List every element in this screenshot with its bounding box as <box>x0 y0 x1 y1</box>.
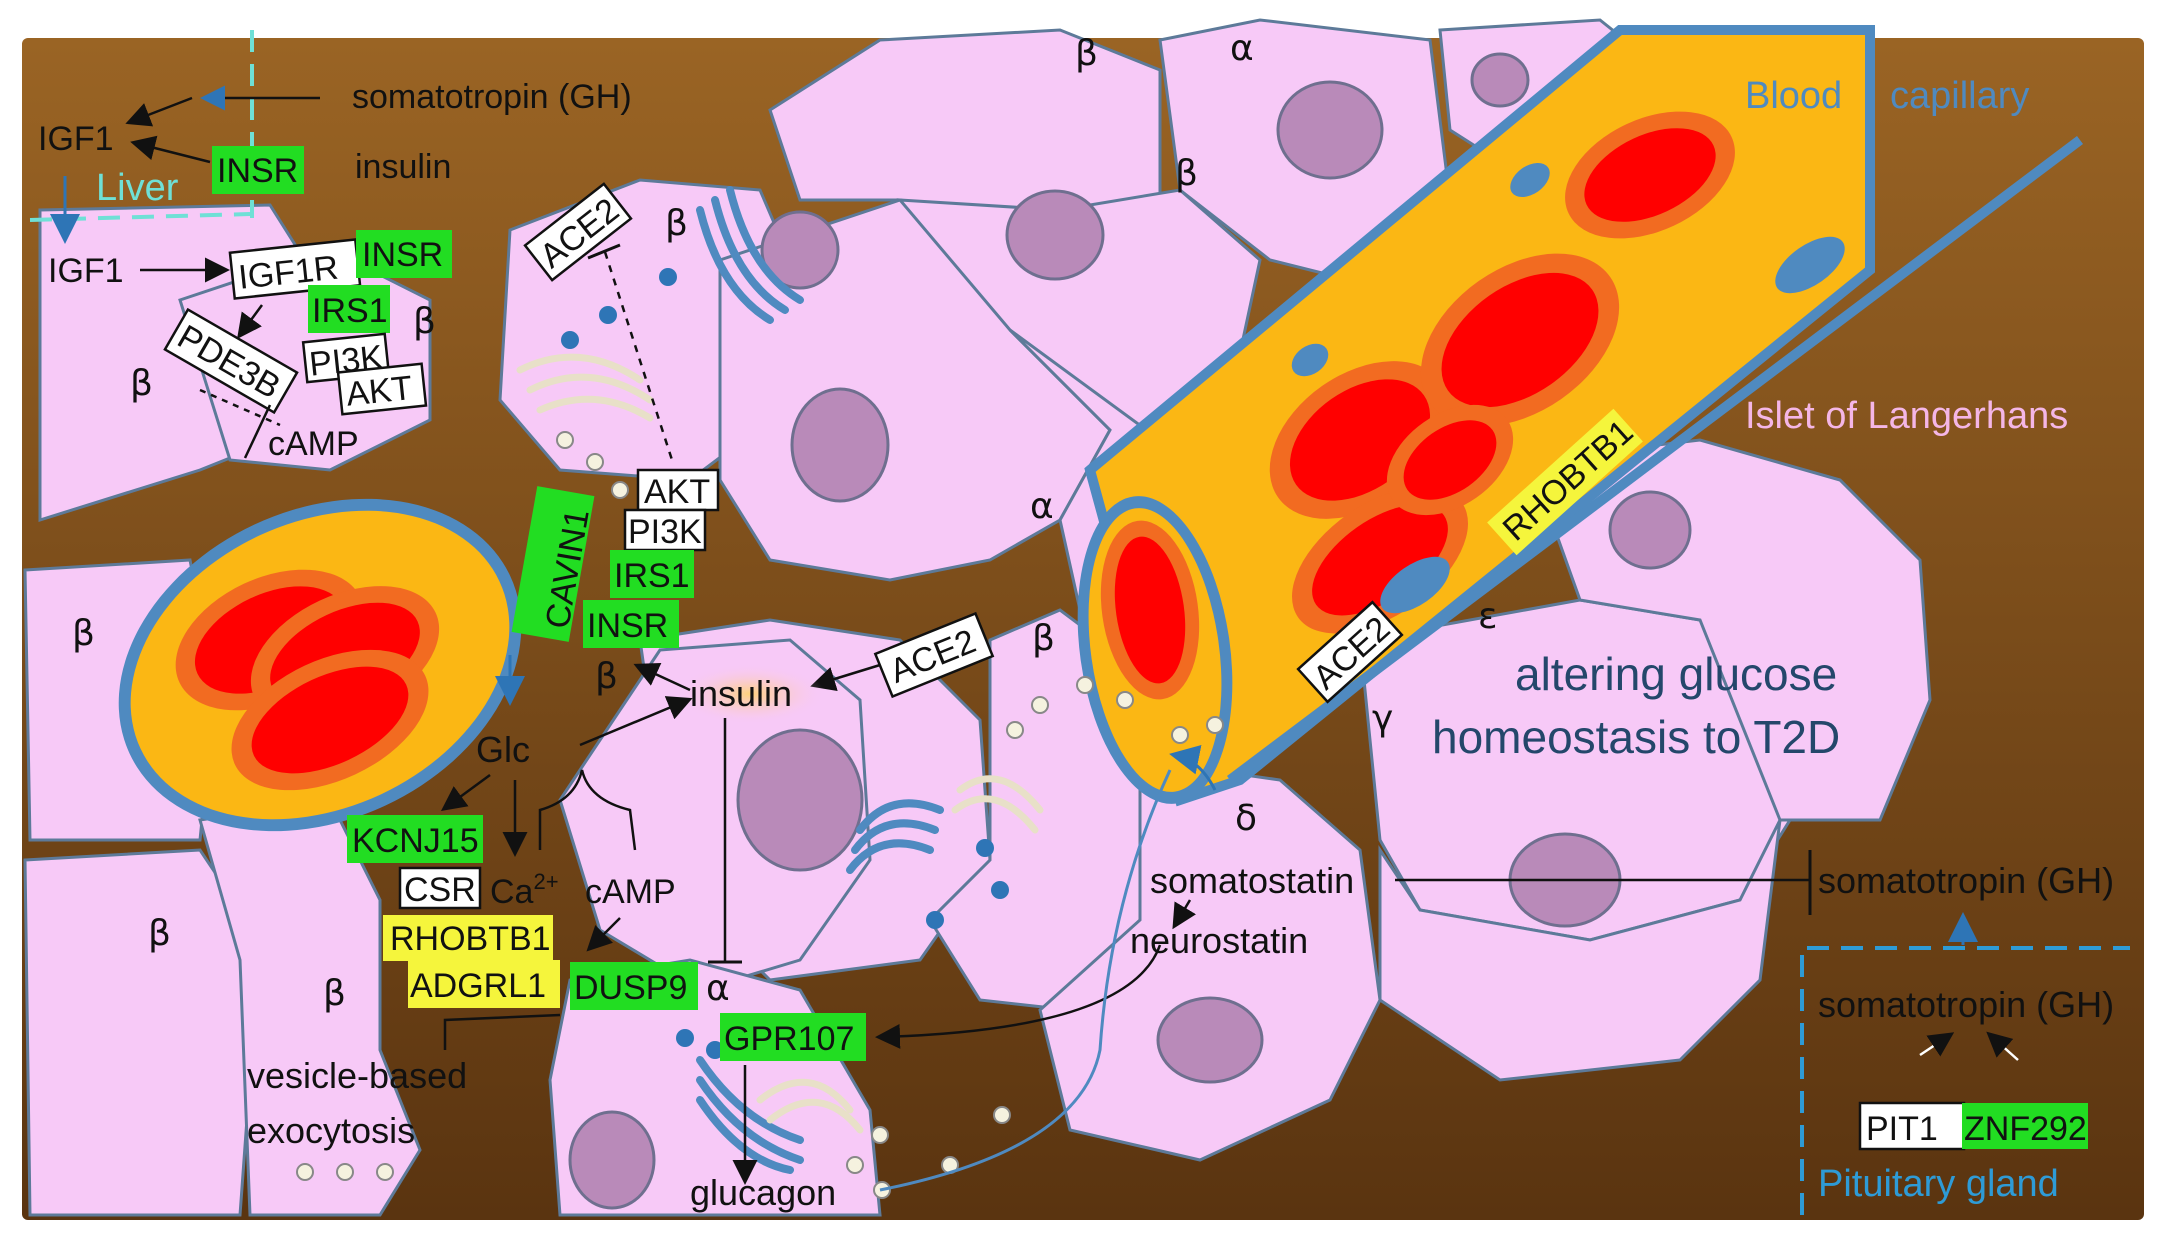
znf292-box <box>1962 1103 2088 1149</box>
rhobtb1-label-1: RHOBTB1 <box>390 920 551 958</box>
irs1-label-1: IRS1 <box>312 292 388 330</box>
beta-label-10: β <box>323 973 346 1014</box>
beta-label-9: β <box>148 913 171 954</box>
kcnj15-label: KCNJ15 <box>352 822 479 860</box>
adgrl1-box <box>408 960 560 1008</box>
insulin-label: insulin <box>690 673 792 714</box>
akt-label-1: AKT <box>344 369 414 414</box>
beta-label-6: β <box>72 613 95 654</box>
delta-cell-signaling: somatostatin neurostatin <box>879 745 1812 1192</box>
adgrl1-label: ADGRL1 <box>410 967 546 1005</box>
delta-label: δ <box>1235 798 1257 839</box>
glc-label: Glc <box>476 729 530 770</box>
alpha-cell-genes: DUSP9 GPR107 glucagon <box>570 944 1162 1213</box>
beta-label-1: β <box>1075 33 1098 74</box>
insr-label-2: INSR <box>587 607 668 645</box>
gamma-label: γ <box>1372 698 1393 739</box>
alpha-label-2: α <box>1030 486 1054 527</box>
alpha-label-1: α <box>1230 28 1254 69</box>
igf1-liver-label: IGF1 <box>38 120 114 158</box>
region-labels: Blood capillary Islet of Langerhans alte… <box>1432 75 2068 763</box>
beta-label-2: β <box>1175 153 1198 194</box>
igf1r-cascade: IGF1 IGF1R INSR IRS1 PI3K AKT PDE3B cAMP <box>48 230 452 463</box>
blood-label: Blood <box>1745 75 1842 117</box>
exocytosis-line-2: exocytosis <box>247 1110 415 1151</box>
alpha-label-3: α <box>706 968 730 1009</box>
gpr107-box <box>720 1013 866 1061</box>
dusp9-label: DUSP9 <box>574 969 687 1007</box>
dusp9-box <box>570 962 698 1010</box>
blood-capillary-vessel <box>1077 25 2084 807</box>
neurostatin-label: neurostatin <box>1130 920 1308 961</box>
somatotropin-pituitary-label: somatotropin (GH) <box>1818 984 2114 1025</box>
pi3k-label-2: PI3K <box>628 513 702 551</box>
pituitary-region: somatotropin (GH) somatotropin (GH) PIT1… <box>1800 860 2130 1215</box>
cell-type-labels: β α β β β β β α β β β β α δ γ ε <box>72 28 1497 1014</box>
akt-label-2: AKT <box>644 473 710 511</box>
somatostatin-label: somatostatin <box>1150 860 1354 901</box>
camp-label-2: cAMP <box>585 873 676 911</box>
outcome-line-1: altering glucose <box>1515 648 1837 700</box>
irs1-label-2: IRS1 <box>614 557 690 595</box>
gpr107-label: GPR107 <box>724 1020 854 1058</box>
rhobtb1-box-2 <box>1487 408 1643 556</box>
outcome-line-2: homeostasis to T2D <box>1432 711 1840 763</box>
glucagon-label: glucagon <box>690 1172 836 1213</box>
insr-box-2 <box>583 600 679 648</box>
irs1-box-1 <box>308 285 390 333</box>
pit1-label: PIT1 <box>1866 1110 1938 1148</box>
pituitary-label: Pituitary gland <box>1818 1163 2059 1205</box>
liver-label: Liver <box>96 167 179 209</box>
islet-label: Islet of Langerhans <box>1745 395 2068 437</box>
csr-label: CSR <box>404 871 476 909</box>
beta-label-8: β <box>595 656 618 697</box>
somatotropin-liver-label: somatotropin (GH) <box>352 78 632 116</box>
epsilon-label: ε <box>1478 596 1497 637</box>
vesicles <box>296 268 1224 1199</box>
camp-label-1: cAMP <box>268 425 359 463</box>
ca-label: Ca2+ <box>490 869 559 911</box>
beta-label-5: β <box>130 363 153 404</box>
irs1-box-2 <box>610 550 694 598</box>
exocytosis-line-1: vesicle-based <box>247 1055 467 1096</box>
capillary-label: capillary <box>1890 75 2029 117</box>
exocytosis-genes: KCNJ15 CSR Ca2+ cAMP RHOBTB1 ADGRL1 vesi… <box>247 815 676 1151</box>
igf1-label: IGF1 <box>48 252 124 290</box>
beta-label-7: β <box>1032 618 1055 659</box>
cavin1-box <box>511 486 595 642</box>
rhobtb1-box-1 <box>383 915 553 961</box>
insr-label-1: INSR <box>362 236 443 274</box>
insulin-receptor-stack: CAVIN1 AKT PI3K IRS1 INSR <box>511 468 720 648</box>
left-capillary <box>118 498 522 832</box>
insulin-liver-label: insulin <box>355 148 451 186</box>
beta-label-3: β <box>665 203 688 244</box>
liver-region: Liver somatotropin (GH) IGF1 INSR insuli… <box>29 30 632 244</box>
insr-liver-label: INSR <box>217 152 298 190</box>
kcnj15-box <box>347 815 483 863</box>
somatotropin-right-label: somatotropin (GH) <box>1818 860 2114 901</box>
insr-liver-box <box>212 146 304 194</box>
insulin-signaling: insulin Glc <box>440 655 825 964</box>
insr-box-1 <box>356 230 452 278</box>
beta-label-4: β <box>413 301 436 342</box>
znf292-label: ZNF292 <box>1964 1110 2087 1148</box>
